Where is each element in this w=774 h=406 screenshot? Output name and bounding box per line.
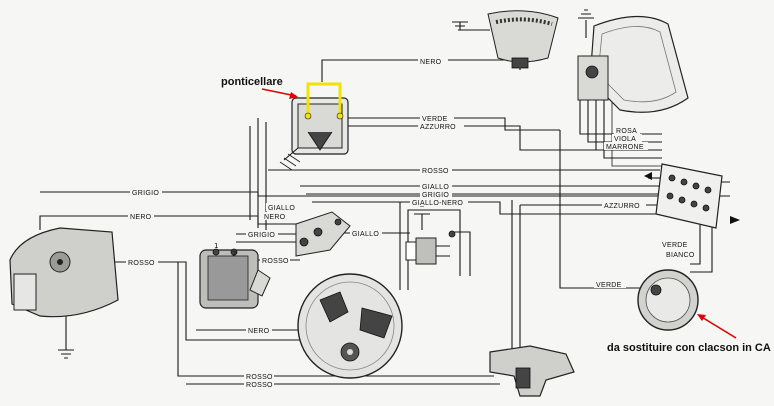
annotations: ponticellare da sostituire con clacson i…	[221, 76, 771, 354]
label-nero-top: NERO	[420, 59, 442, 66]
label-bianco-right: BIANCO	[666, 252, 695, 259]
stop-light-switch	[489, 345, 575, 397]
spark-plug	[405, 230, 456, 265]
speedometer	[487, 10, 559, 69]
jumper-highlight	[304, 82, 344, 120]
tail-lamp	[9, 227, 119, 318]
label-verde-horn: VERDE	[596, 282, 622, 289]
label-rosa: ROSA	[616, 128, 637, 135]
components	[9, 9, 740, 397]
label-azzurro-right: AZZURRO	[604, 203, 640, 210]
jumper-note: ponticellare	[221, 76, 283, 88]
label-nero-left: NERO	[130, 214, 152, 221]
magneto-stator	[297, 273, 403, 379]
light-switch	[295, 211, 351, 257]
headlamp	[577, 15, 689, 113]
wire-labels: NERO VERDE AZZURRO ROSA VIOLA MARRONE RO…	[126, 57, 698, 389]
junction-box	[644, 163, 740, 229]
label-rosso-left: ROSSO	[128, 260, 155, 267]
label-verde-right: VERDE	[662, 242, 688, 249]
label-giallo-nero: GIALLO-NERO	[412, 200, 463, 207]
horn-note: da sostituire con clacson in CA	[607, 342, 771, 354]
horn	[637, 269, 699, 331]
terminal-1-label: 1	[214, 242, 218, 250]
label-rosso-sw: ROSSO	[262, 258, 289, 265]
ignition-coil	[199, 248, 271, 309]
label-giallo-mid: GIALLO	[422, 184, 449, 191]
label-grigio-sw: GRIGIO	[248, 232, 275, 239]
label-giallo-coil: GIALLO	[352, 231, 379, 238]
label-marrone: MARRONE	[606, 144, 644, 151]
label-rosso-bottom-1: ROSSO	[246, 374, 273, 381]
label-grigio-left: GRIGIO	[132, 190, 159, 197]
terminal-2-label: 2	[232, 250, 236, 258]
label-rosso-bottom-2: ROSSO	[246, 382, 273, 389]
label-nero-sw: NERO	[264, 214, 286, 221]
label-rosso-mid: ROSSO	[422, 168, 449, 175]
label-verde-reg: VERDE	[422, 116, 448, 123]
voltage-regulator	[279, 97, 349, 171]
jumper-arrow	[261, 88, 298, 99]
label-nero-mag: NERO	[248, 328, 270, 335]
wires	[39, 20, 730, 385]
ground-symbols	[58, 9, 594, 359]
label-grigio-mid: GRIGIO	[422, 192, 449, 199]
label-azzurro-reg: AZZURRO	[420, 124, 456, 131]
horn-arrow	[697, 314, 737, 339]
label-giallo-sw: GIALLO	[268, 205, 295, 212]
label-viola: VIOLA	[614, 136, 636, 143]
